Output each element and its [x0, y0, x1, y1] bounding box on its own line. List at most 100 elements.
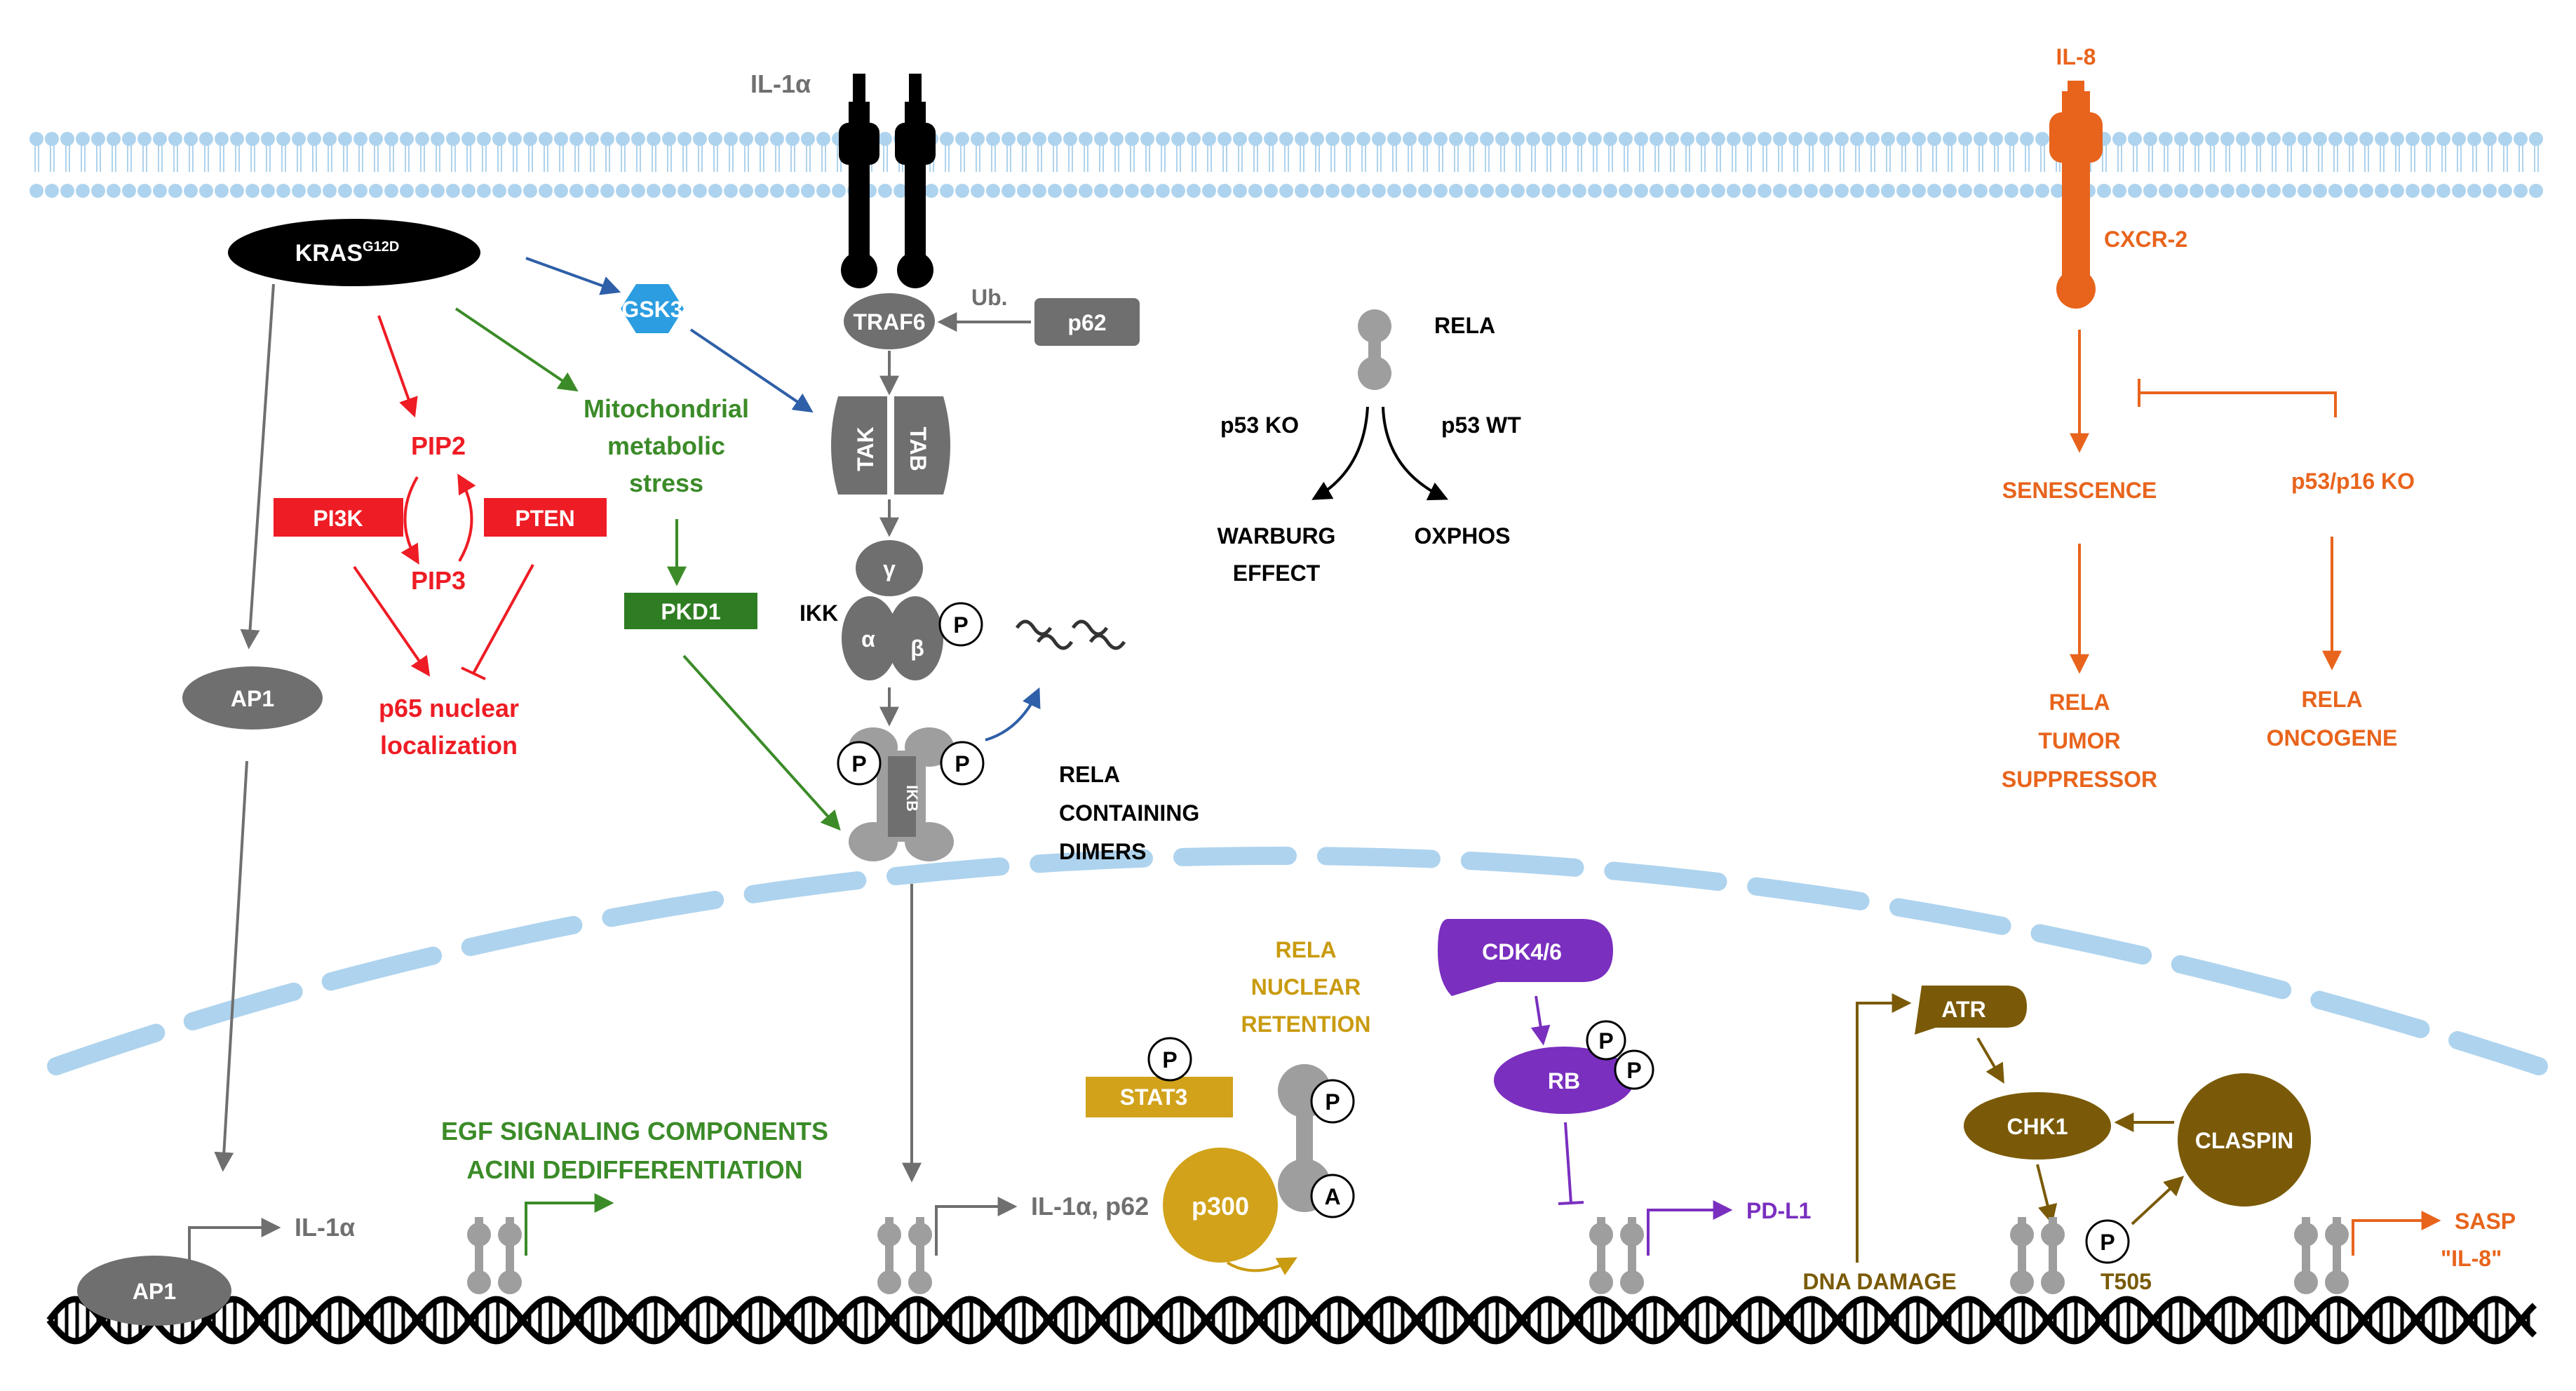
rela-subunit-stem [885, 1217, 893, 1280]
lipid-head [1094, 132, 1108, 146]
lipid-head [2174, 132, 2188, 146]
lipid-head [554, 184, 568, 198]
lipid-head [1218, 132, 1232, 146]
lipid-head [1650, 184, 1664, 198]
gsk3-to-tak-arrow [689, 328, 814, 413]
lipid-head [955, 132, 969, 146]
lipid-head [153, 184, 167, 198]
phospho-label-t505: P [2100, 1230, 2115, 1255]
lipid-head [2143, 132, 2157, 146]
lipid-head [1079, 184, 1093, 198]
lipid-head [523, 184, 537, 198]
lipid-head [1511, 132, 1525, 146]
lipid-head [1372, 132, 1386, 146]
lipid-head [1418, 132, 1432, 146]
lipid-head [1295, 132, 1309, 146]
tab-label: TAB [905, 426, 931, 471]
lipid-head [1526, 132, 1540, 146]
lipid-head [2436, 132, 2450, 146]
lipid-head [1048, 132, 1062, 146]
lipid-head [1557, 184, 1571, 198]
traf6-node: TRAF6 [844, 293, 935, 349]
lipid-head [1958, 132, 1972, 146]
lipid-head [1248, 184, 1262, 198]
lipid-head [122, 184, 136, 198]
ikb-degradation-arrow [985, 687, 1041, 741]
lipid-head [1912, 132, 1926, 146]
lipid-head [539, 132, 553, 146]
il8-label: IL-8 [2056, 44, 2096, 69]
lipid-head [1495, 184, 1509, 198]
lipid-head [1048, 184, 1062, 198]
p53ko-label: p53 KO [1220, 412, 1299, 438]
lipid-head [1017, 184, 1031, 198]
t505-label: T505 [2100, 1269, 2152, 1294]
lipid-head [2128, 184, 2142, 198]
mito-stress-line1: Mitochondrial [584, 394, 749, 423]
lipid-head [677, 184, 692, 198]
lipid-head [2220, 184, 2234, 198]
lipid-head [2251, 132, 2265, 146]
lipid-head [616, 184, 630, 198]
lipid-head [400, 132, 414, 146]
pten-inhibits-p65 [472, 564, 534, 674]
lipid-head [1603, 132, 1617, 146]
kras-to-ap1-arrow [240, 283, 275, 650]
lipid-head [292, 184, 306, 198]
lipid-head [45, 132, 59, 146]
phospho-label-ikk: P [953, 612, 968, 638]
rela-subunit-foot [498, 1270, 522, 1294]
lipid-head [1819, 184, 1833, 198]
atr-node: ATR [1915, 986, 2027, 1035]
lipid-head [755, 184, 769, 198]
lipid-head [2004, 132, 2018, 146]
lipid-head [431, 132, 445, 146]
ikk-beta-label: β [910, 636, 924, 661]
lipid-head [2359, 132, 2373, 146]
lipid-head [1727, 184, 1741, 198]
lipid-head [76, 184, 90, 198]
lipid-head [1187, 184, 1201, 198]
lipid-head [1171, 132, 1185, 146]
lipid-head [508, 132, 522, 146]
lipid-head [1866, 132, 1880, 146]
lipid-head [1140, 132, 1154, 146]
lipid-head [724, 132, 738, 146]
suppressor-line3: SUPPRESSOR [2002, 767, 2157, 792]
lipid-head [1449, 184, 1463, 198]
lipid-head [1079, 132, 1093, 146]
lipid-head [323, 184, 337, 198]
lipid-head [1835, 132, 1849, 146]
rela-subunit-foot [1620, 1270, 1644, 1294]
lipid-head [2267, 132, 2281, 146]
p53wt-arrow [1382, 406, 1449, 501]
lipid-head [400, 184, 414, 198]
lipid-head [1032, 184, 1046, 198]
lipid-head [2282, 184, 2296, 198]
lipid-head [1758, 184, 1772, 198]
lipid-head [1156, 132, 1170, 146]
lipid-head [1372, 184, 1386, 198]
lipid-head [2498, 132, 2512, 146]
cdk46-label: CDK4/6 [1482, 939, 1562, 965]
lipid-head [307, 184, 321, 198]
lipid-head [230, 132, 244, 146]
tak-label: TAK [853, 426, 878, 471]
lipid-head [1881, 132, 1895, 146]
lipid-head [1125, 184, 1139, 198]
gsk3-node: GSK3 [621, 284, 684, 333]
mito-stress-line2: metabolic [607, 431, 725, 460]
lipid-head [122, 132, 136, 146]
lipid-head [2406, 132, 2420, 146]
lipid-head [2004, 184, 2018, 198]
lipid-head [107, 132, 121, 146]
lipid-head [1310, 184, 1324, 198]
lipid-head [1958, 184, 1972, 198]
cxcr2-receptor [2049, 81, 2103, 309]
lipid-head [2190, 184, 2204, 198]
rb-label: RB [1548, 1068, 1580, 1094]
lipid-head [2436, 184, 2450, 198]
lipid-head [1002, 132, 1016, 146]
lipid-head [1341, 132, 1355, 146]
